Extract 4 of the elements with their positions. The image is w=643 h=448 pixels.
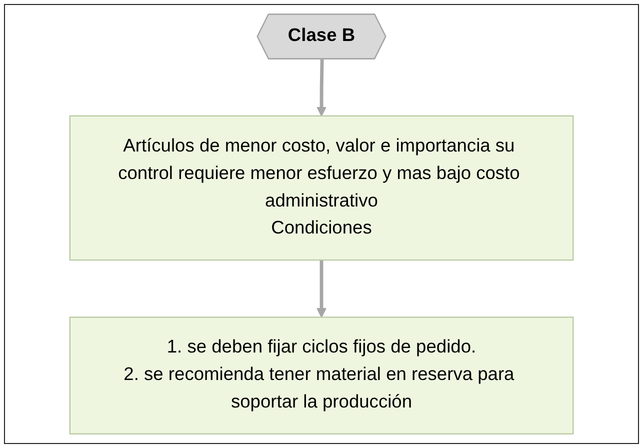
- arrow: [316, 260, 327, 318]
- node-box: Artículos de menor costo, valor e importancia su control requiere menor esfuerzo y mas bajo costo administrativo Condiciones: [69, 115, 574, 261]
- arrow: [316, 59, 327, 116]
- node-box: 1. se deben fijar ciclos fijos de pedido. 2. se recomienda tener material en reserva para soportar la producción: [69, 316, 574, 434]
